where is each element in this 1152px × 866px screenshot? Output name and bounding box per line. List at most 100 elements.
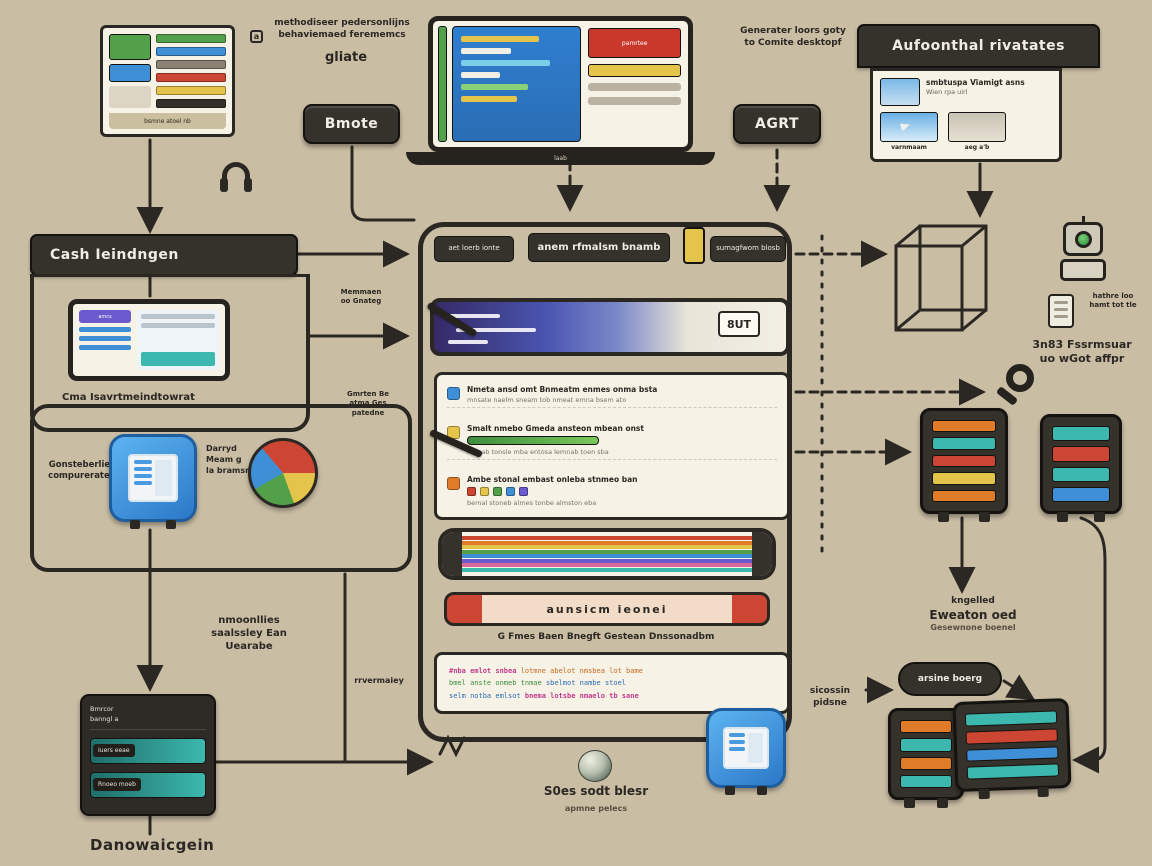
row-title: Smalt nmebo Gmeda ansteon mbean onst xyxy=(467,423,644,433)
shelf-stripe xyxy=(156,60,226,69)
right-note-4: sicossin pidsne xyxy=(796,686,864,709)
but-badge: 8UT xyxy=(718,311,760,337)
server-bar xyxy=(932,489,996,503)
mini-icon xyxy=(519,487,528,496)
window-glyph xyxy=(723,726,769,770)
header-line: banngl a xyxy=(90,714,119,723)
icon-foot xyxy=(130,520,141,529)
stripe xyxy=(448,554,766,559)
row-icon xyxy=(447,477,460,490)
panel-mid-label: Darryd Meam g la bramsna xyxy=(206,444,258,476)
server-bar xyxy=(1052,486,1110,502)
code-line: selm notba emlsot bnema lotsbe nmaelo tb… xyxy=(449,692,775,700)
green-lens-icon xyxy=(1074,230,1092,248)
magnifier-ring xyxy=(1006,364,1034,392)
row-title: smbtuspa Viamigt asns xyxy=(926,78,1025,87)
label-line: Gonsteberlies xyxy=(48,460,116,470)
code-seg: selm notba emlsot xyxy=(449,691,521,700)
row-icon xyxy=(447,387,460,400)
stripe xyxy=(448,540,766,545)
code-seg: #nba emlot snbea xyxy=(449,666,517,675)
row-subtitle: nmeab tonsle mba entosa lemnab toen sba xyxy=(467,447,609,456)
note-line: hathre loo xyxy=(1092,292,1134,300)
center-caption: G Fmes Baen Bnegft Gestean Dnssonadbm xyxy=(497,632,715,642)
bmote-button[interactable]: Bmote xyxy=(303,104,400,144)
blue-app-icon xyxy=(109,434,197,529)
server-bar xyxy=(900,720,952,734)
footer-label: Danowaicgein xyxy=(90,836,215,854)
note-line: hamt tot tle xyxy=(1089,301,1137,310)
note-line: pidsne xyxy=(813,697,847,708)
right-note-1: hathre loo hamt tot tle xyxy=(1076,292,1150,311)
row-subtitle: bemal stoneb almes tonbe almston eba xyxy=(467,499,597,507)
server-bar xyxy=(966,745,1059,762)
screen-right-pane: pamrtee xyxy=(586,26,683,142)
purple-chip: amcs xyxy=(79,310,131,323)
stripe xyxy=(448,558,766,563)
thumb-caption: aeg a'b xyxy=(964,144,990,151)
code-seg: lotmne abelot nmsbea lot bame xyxy=(520,666,643,675)
wireframe-cubes-icon xyxy=(894,224,988,332)
text-bar xyxy=(79,327,131,332)
server-bar xyxy=(964,710,1058,727)
agrt-button[interactable]: AGRT xyxy=(733,104,821,144)
panel-row: varnmaam aeg a'b xyxy=(880,112,1052,151)
flow-tag-3: sumagfwom blosb xyxy=(710,236,786,262)
row-title: Nmeta ansd omt Bnmeatm enmes onma bsta xyxy=(467,385,658,394)
flow-tag-2: anem rfmalsm bnamb xyxy=(528,233,670,262)
server-bar xyxy=(900,738,952,752)
teal-block xyxy=(141,352,215,366)
gliate-label: gliate xyxy=(324,50,368,65)
server-stack-2 xyxy=(1040,414,1122,522)
list-row: Ambe stonal embast onleba stnmeo ban bem… xyxy=(447,472,777,510)
magnifier-icon xyxy=(994,364,1040,414)
green-block xyxy=(109,34,151,60)
list-bar-row: Rnoeo moeb xyxy=(90,771,206,798)
header-line: Bmrcor xyxy=(90,705,114,713)
tablet-panel: amcs Cma Isavrtmeindtowrat xyxy=(30,274,310,432)
icon-foot xyxy=(165,520,176,529)
sphere-icon xyxy=(578,750,612,782)
plane-thumbnail xyxy=(880,112,938,142)
robot-body xyxy=(1060,259,1106,281)
text-bar xyxy=(79,336,131,341)
code-line: bmel anste onmeb tnmae sbelmot nambe sto… xyxy=(449,679,775,687)
label-line: la bramsna xyxy=(206,465,257,475)
card-caption: bsmne atoel nb xyxy=(109,113,226,129)
tablet-caption: Cma Isavrtmeindtowrat xyxy=(62,392,195,403)
bottom-server-stack-1 xyxy=(888,708,964,808)
code-seg: bnema lotsbe nmaelo tb sane xyxy=(524,691,639,700)
stripe xyxy=(448,567,766,572)
code-line xyxy=(461,36,539,42)
note-line: Gmrten Be xyxy=(346,390,390,398)
red-label-bar: aunsicm ieonei xyxy=(444,592,770,626)
row-subtitle: mnsate naelm sneam tob nmeat emna bsem a… xyxy=(467,396,627,404)
gray-thumbnail xyxy=(948,112,1006,142)
code-line xyxy=(461,84,528,90)
note-line: saalssley Ean xyxy=(211,628,287,639)
color-stripe-bar xyxy=(438,528,776,580)
note-line: patedne xyxy=(351,408,385,417)
note-line: Uearabe xyxy=(225,641,273,652)
blue-block xyxy=(109,64,151,82)
list-row: Smalt nmebo Gmeda ansteon mbean onst nme… xyxy=(447,421,777,460)
small-card-icon xyxy=(1048,294,1074,328)
server-bar xyxy=(900,756,952,770)
row-title: Ambe stonal embast onleba stnmeo ban xyxy=(467,475,638,484)
icon-foot xyxy=(756,786,767,795)
app-panel: Gonsteberlies compureraten Darryd Meam g… xyxy=(30,404,412,572)
gray-bar xyxy=(588,97,681,105)
server-bar xyxy=(965,728,1058,745)
small-note-1: Memmaen oo Gnateg xyxy=(330,288,392,307)
shelf-stripe xyxy=(156,86,226,95)
highlight-line xyxy=(448,340,488,344)
headphones-icon xyxy=(220,162,252,192)
stripe xyxy=(448,549,766,554)
yellow-chip xyxy=(683,227,705,264)
cash-section-title: Cash Ieindngen xyxy=(30,234,298,276)
server-bar xyxy=(966,763,1060,780)
method-line-1: methodiseer pedersonlijns xyxy=(274,18,410,28)
server-bar xyxy=(932,454,996,468)
gray-bar xyxy=(588,83,681,91)
panel-row: smbtuspa Viamigt asns Wien rpa uirl xyxy=(880,78,1052,106)
